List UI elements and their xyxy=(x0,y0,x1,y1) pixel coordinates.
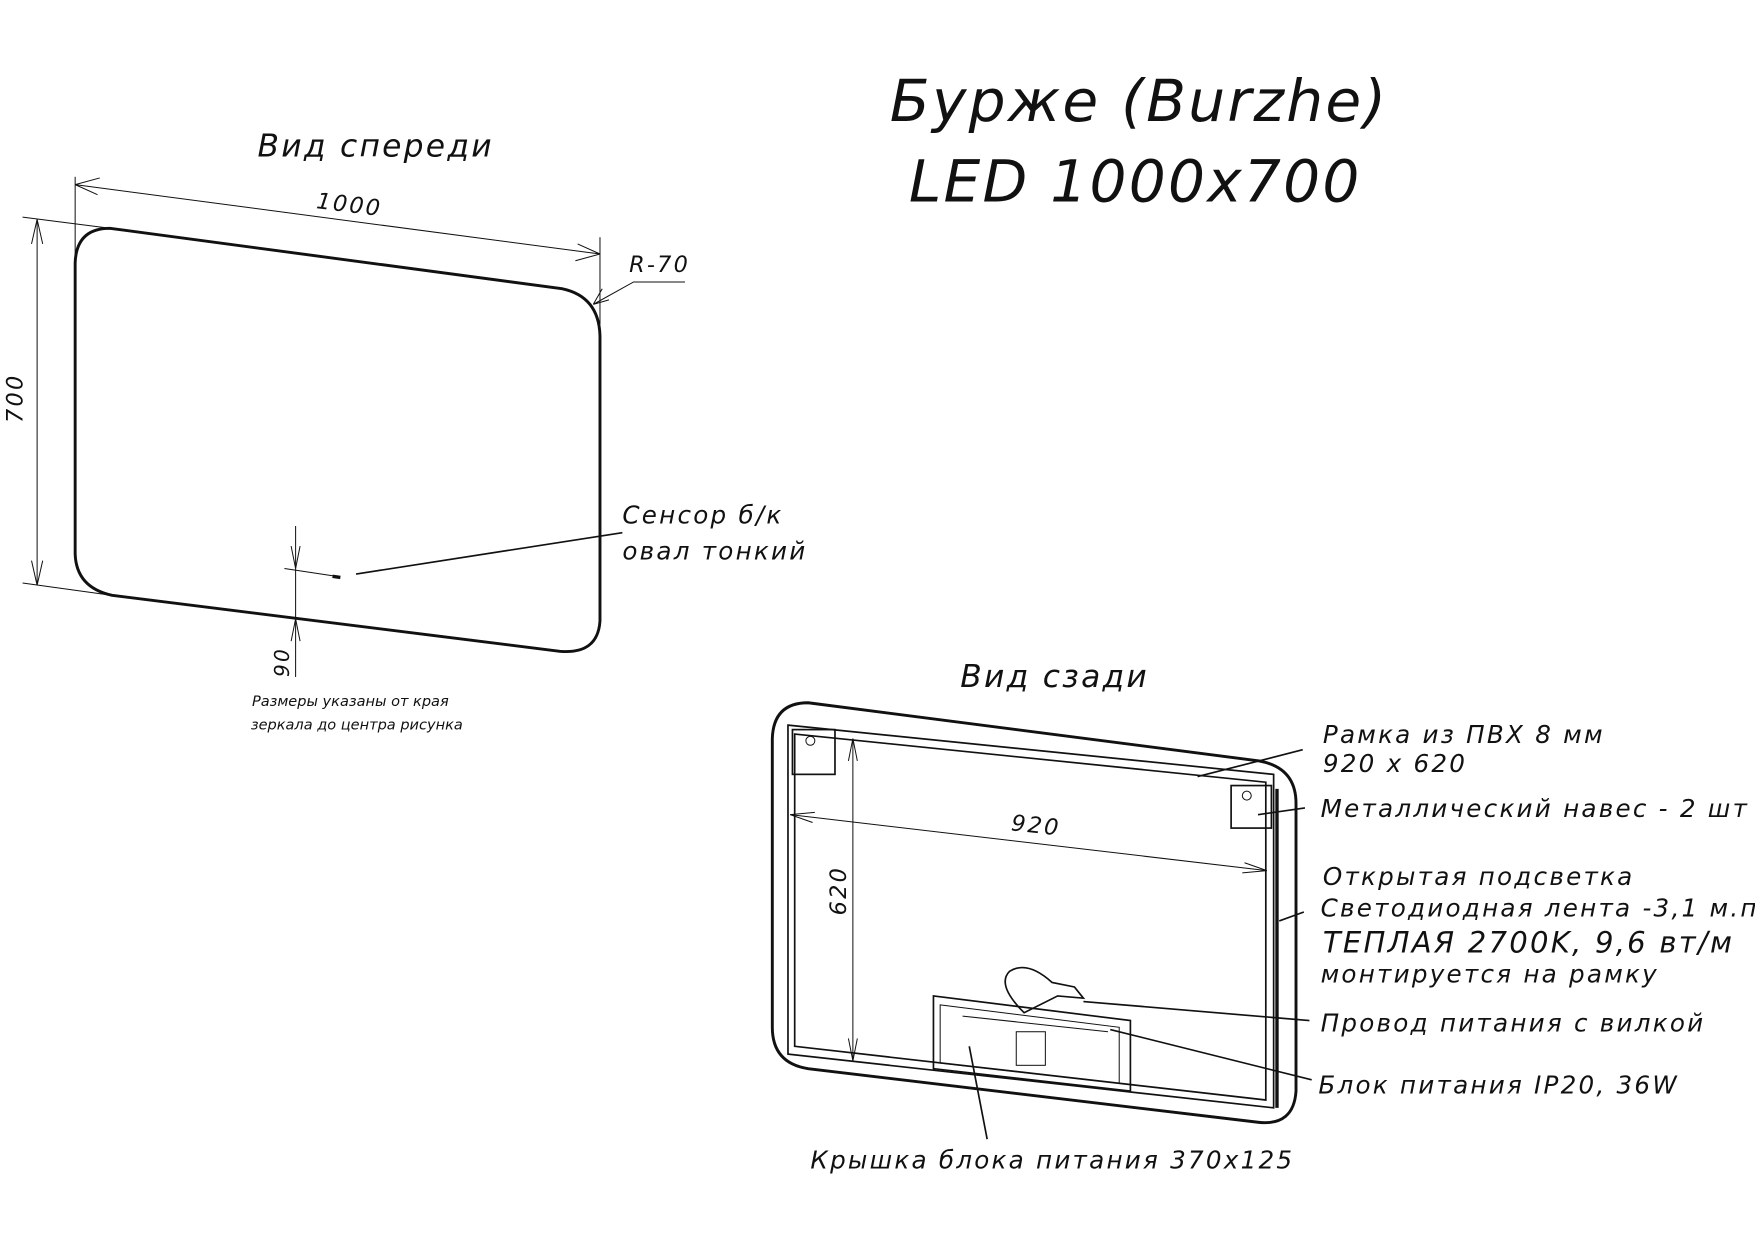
frame-callout-line-1: Рамка из ПВХ 8 мм xyxy=(1323,720,1605,749)
led-callout-line-2: Светодиодная лента -3,1 м.п. xyxy=(1321,893,1755,922)
dimension-note-line-2: зеркала до центра рисунка xyxy=(251,718,463,734)
back-view: Вид сзади 920 620 Рамка из ПВХ 8 мм 920 … xyxy=(770,659,1755,1174)
back-height-dim: 620 xyxy=(826,866,852,915)
front-view-label: Вид спереди xyxy=(258,129,494,165)
psu-cover xyxy=(932,994,1132,1092)
title-line-1: Бурже (Burzhe) xyxy=(890,67,1389,135)
led-callout-line-1: Открытая подсветка xyxy=(1323,862,1635,891)
front-width-dim: 1000 xyxy=(315,188,384,222)
led-callout-line-4: монтируется на рамку xyxy=(1321,960,1659,989)
front-radius-dim: R-70 xyxy=(629,252,690,278)
dimension-note-line-1: Размеры указаны от края xyxy=(252,694,449,710)
title-line-2: LED 1000x700 xyxy=(909,147,1362,215)
sensor-callout-line-1: Сенсор б/к xyxy=(622,501,783,530)
hanger-right xyxy=(1230,784,1273,829)
front-height-dim: 700 xyxy=(3,374,29,423)
front-view: Вид спереди 1000 700 R-70 90 Сенсор б/к … xyxy=(3,129,807,734)
pvc-frame xyxy=(787,724,1275,1109)
sensor-offset-dim: 90 xyxy=(270,647,294,677)
front-mirror-outline xyxy=(73,226,602,654)
psu-connector xyxy=(1015,1031,1046,1066)
sensor-callout-line-2: овал тонкий xyxy=(622,537,807,566)
back-width-dim: 920 xyxy=(1010,810,1062,841)
cable-callout: Провод питания с вилкой xyxy=(1321,1009,1706,1038)
hanger-left xyxy=(791,728,836,776)
back-mirror-outline xyxy=(770,701,1298,1125)
sensor-mark xyxy=(332,574,341,580)
back-view-label: Вид сзади xyxy=(960,659,1149,695)
frame-callout-line-2: 920 x 620 xyxy=(1323,749,1467,778)
led-callout-line-3: ТЕПЛАЯ 2700K, 9,6 вт/м xyxy=(1323,925,1734,959)
psu-block xyxy=(939,1004,1120,1084)
power-cable xyxy=(1004,966,1086,1014)
psu-callout: Блок питания IP20, 36W xyxy=(1318,1070,1679,1099)
hanger-callout: Металлический навес - 2 шт xyxy=(1321,794,1750,823)
psu-cover-callout: Крышка блока питания 370x125 xyxy=(810,1145,1294,1174)
